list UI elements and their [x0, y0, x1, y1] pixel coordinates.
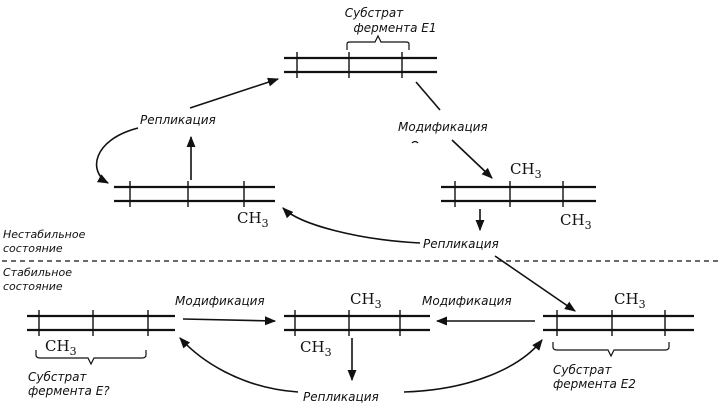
substrate-e2q-label-line1: Субстрат — [28, 370, 87, 384]
methyl-group-bottom-left: CH3 — [45, 337, 77, 358]
label-stable-state-line1: Стабильное — [3, 266, 72, 279]
substrate-e2q-brace — [35, 350, 147, 366]
dna-bottom-left — [27, 310, 175, 336]
label-replication-bottom: Репликация — [303, 390, 379, 404]
arrow-curve-to-left-dna — [95, 127, 139, 184]
dna-left-middle — [114, 181, 275, 207]
arrow-replication-to-bottom-right-dna — [403, 339, 543, 393]
arrow-top-dna-to-modification — [415, 81, 441, 111]
arrow-modification-to-right-dna — [451, 139, 493, 179]
label-modification-bottom-right: Модификация — [422, 294, 512, 308]
arrow-replication-to-bottom-right — [494, 255, 576, 312]
methyl-group-right-middle-bottom: CH3 — [560, 211, 592, 232]
substrate-e2q-label-line2: фермента Е? — [28, 384, 110, 398]
label-modification-top-right: Модификация — [398, 120, 488, 134]
label-replication-middle: Репликация — [423, 237, 499, 251]
substrate-e1-label-line2: фермента Е1 — [354, 21, 437, 35]
dna-bottom-right — [543, 310, 694, 336]
substrate-e2-label-line2: фермента Е2 — [553, 377, 636, 391]
substrate-e1-label-line1: Субстрат — [345, 6, 404, 20]
methyl-group-bottom-right: CH3 — [614, 290, 646, 311]
label-stable-state-line2: состояние — [3, 280, 63, 293]
methyl-group-left-middle: CH3 — [237, 209, 269, 230]
methyl-group-bottom-middle-top: CH3 — [350, 290, 382, 311]
tilde-mark — [411, 140, 419, 144]
arrow-replication-to-bottom-left — [179, 337, 299, 393]
label-modification-bottom-left: Модификация — [175, 294, 265, 308]
dna-top — [284, 52, 437, 78]
arrow-replication-to-top-dna — [189, 77, 280, 109]
methyl-group-bottom-middle-bottom: CH3 — [300, 338, 332, 359]
arrow-left-dna-to-middle — [182, 316, 277, 326]
substrate-e2-brace — [552, 342, 670, 358]
label-unstable-state-line2: состояние — [3, 242, 63, 255]
label-unstable-state-line1: Нестабильное — [3, 228, 86, 241]
substrate-e1-brace — [346, 34, 410, 50]
dna-right-middle — [441, 181, 596, 207]
methyl-group-right-middle-top: CH3 — [510, 160, 542, 181]
substrate-e2-label-line1: Субстрат — [553, 363, 612, 377]
arrow-replication-to-left-dna — [282, 207, 421, 244]
label-replication-top-left: Репликация — [140, 113, 216, 127]
dna-bottom-middle — [284, 310, 430, 336]
